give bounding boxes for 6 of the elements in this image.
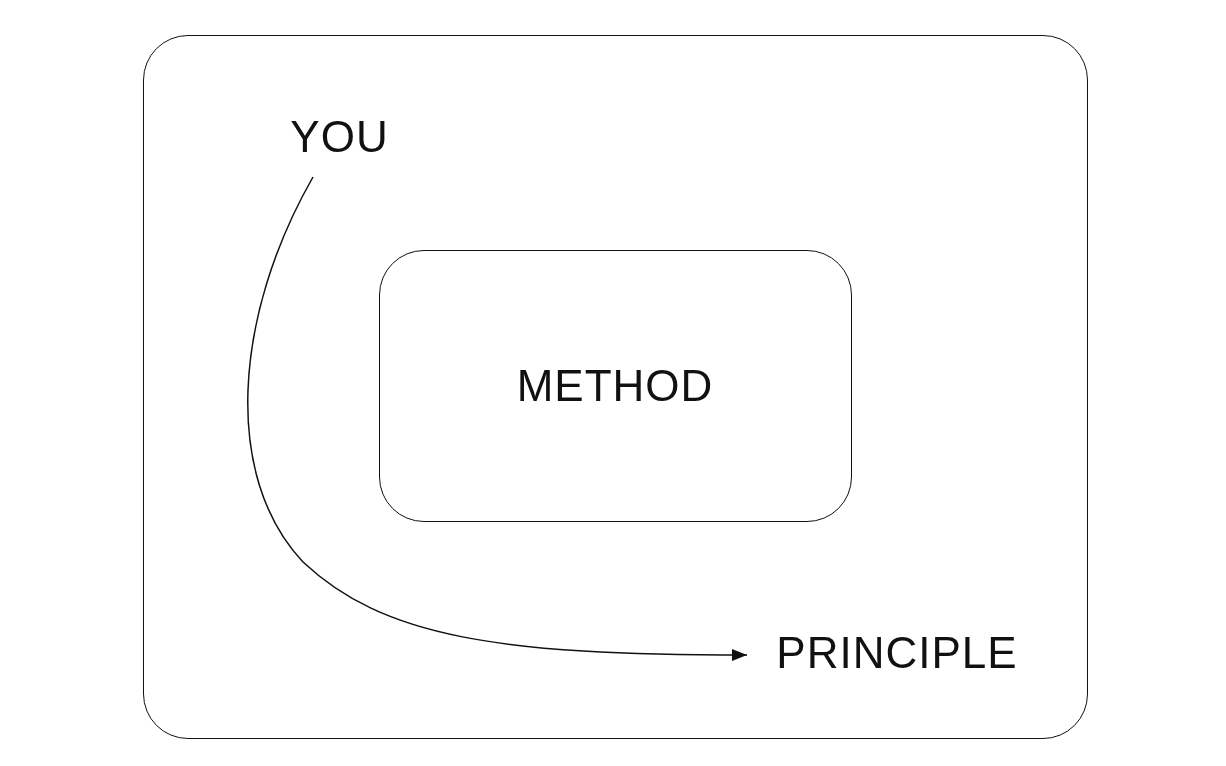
rounded-box	[378, 249, 852, 522]
node-text: METHOD	[516, 360, 714, 411]
outer-frame	[143, 35, 1088, 739]
node-text: YOU	[290, 111, 389, 162]
curved-arrow	[247, 176, 748, 661]
node-text: PRINCIPLE	[776, 627, 1018, 678]
